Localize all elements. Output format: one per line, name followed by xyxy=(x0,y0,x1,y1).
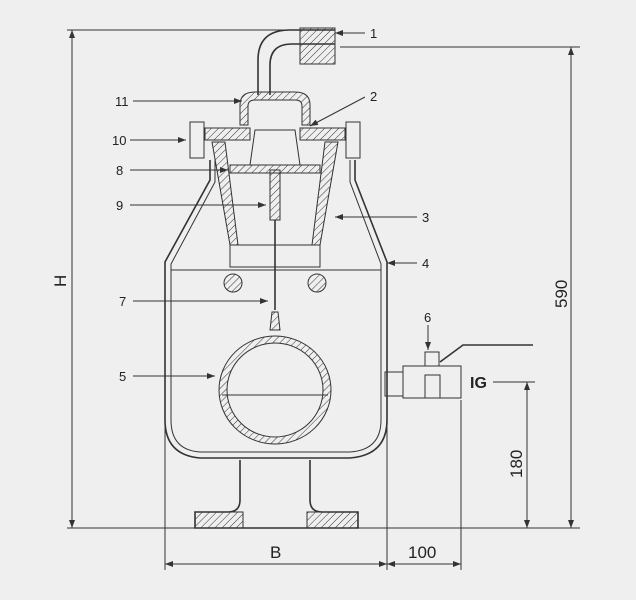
dimension-180-label: 180 xyxy=(507,450,526,478)
callout-leaders xyxy=(130,30,431,379)
callout-9: 9 xyxy=(116,198,123,213)
callout-7: 7 xyxy=(119,294,126,309)
dimension-b-label: B xyxy=(270,543,281,562)
callout-5: 5 xyxy=(119,369,126,384)
callout-11: 11 xyxy=(115,94,129,109)
valve-body xyxy=(164,27,533,529)
outlet-ig-label: IG xyxy=(470,375,487,392)
callout-1: 1 xyxy=(370,26,377,41)
callout-6: 6 xyxy=(424,310,431,325)
dimension-100-label: 100 xyxy=(408,543,436,562)
callout-10: 10 xyxy=(112,133,126,148)
callout-2: 2 xyxy=(370,89,377,104)
callout-8: 8 xyxy=(116,163,123,178)
callout-4: 4 xyxy=(422,256,429,271)
callout-3: 3 xyxy=(422,210,429,225)
dimension-lines xyxy=(67,29,580,570)
dimension-590-label: 590 xyxy=(552,280,571,308)
dimension-h-label: H xyxy=(51,275,70,287)
